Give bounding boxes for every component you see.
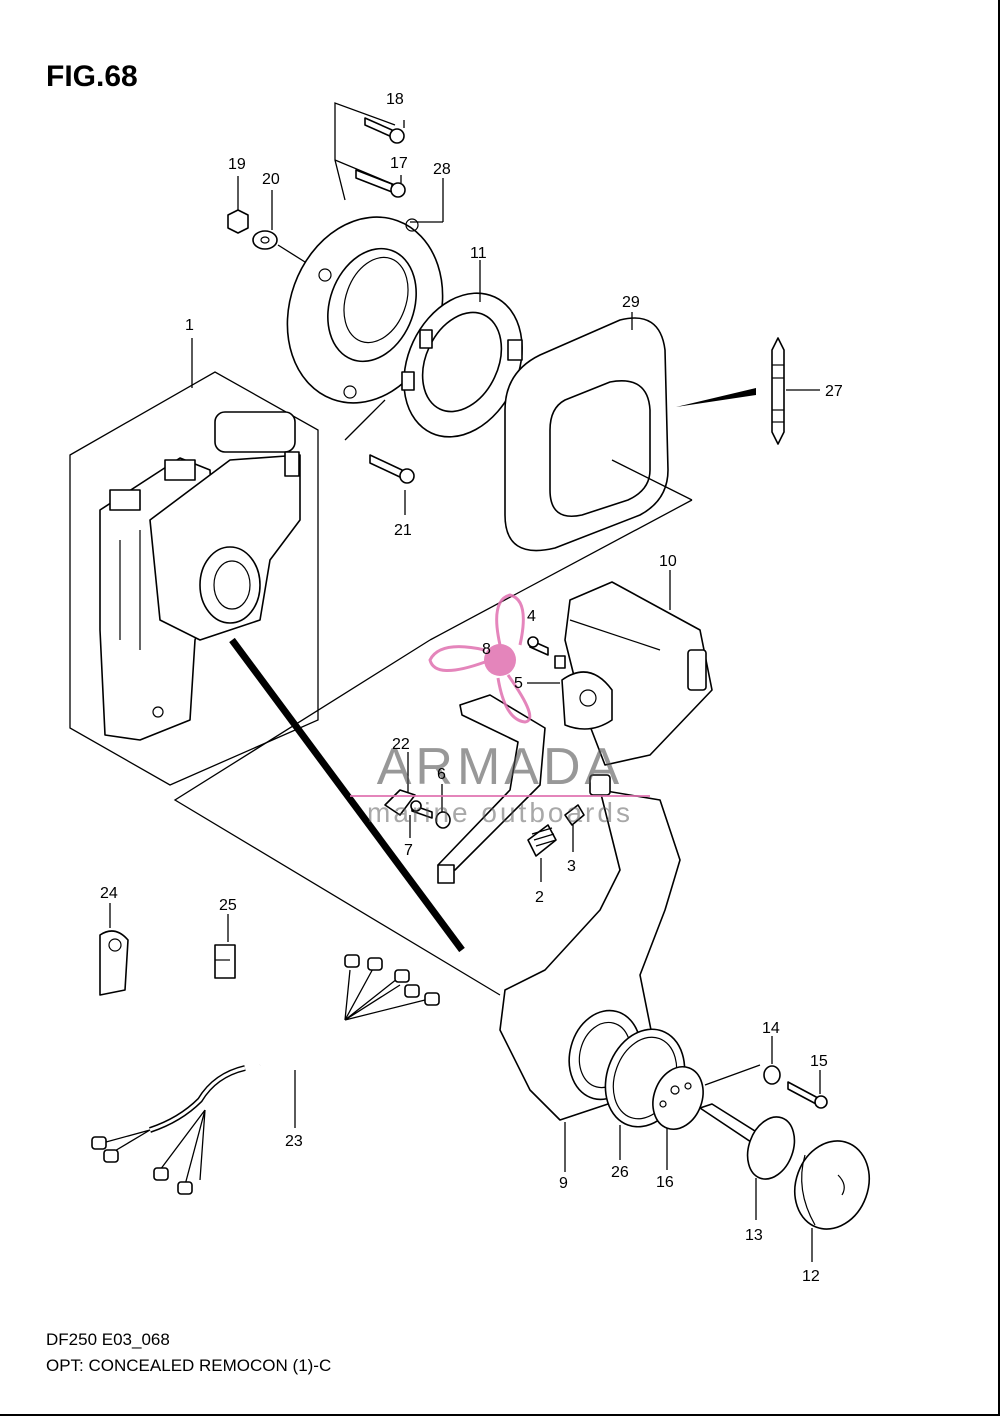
callout-8: 8 [482, 641, 491, 658]
callout-27: 27 [825, 383, 843, 400]
screws-17-18-21 [334, 102, 415, 515]
diagram-description: OPT: CONCEALED REMOCON (1)-C [46, 1356, 332, 1375]
callout-10: 10 [659, 553, 677, 570]
callout-17: 17 [390, 155, 408, 172]
callout-2: 2 [535, 889, 544, 906]
watermark-brand: ARMADA [377, 738, 623, 796]
part-23-harness [91, 954, 440, 1195]
part-1-control-housing [99, 411, 301, 741]
parts-2-3-springs [527, 804, 585, 882]
callout-11: 11 [470, 245, 487, 262]
callout-20: 20 [262, 171, 280, 188]
callout-24: 24 [100, 885, 118, 902]
callout-22: 22 [392, 736, 410, 753]
parts-4-5-knob [527, 636, 613, 730]
part-28-bezel [286, 178, 444, 404]
callout-1: 1 [185, 317, 194, 334]
callout-19: 19 [228, 156, 246, 173]
callout-6: 6 [437, 766, 446, 783]
callout-18: 18 [386, 91, 404, 108]
callout-4: 4 [527, 608, 536, 625]
callout-23: 23 [285, 1133, 303, 1150]
part-29-frame [504, 312, 669, 552]
part-11-ring [401, 260, 523, 438]
diagram-code: DF250 E03_068 [46, 1330, 170, 1349]
parts-19-20-nut-washer [227, 176, 306, 263]
assembly-guide-lines [173, 459, 693, 996]
callout-3: 3 [567, 858, 576, 875]
part-10-lever-cover [564, 570, 713, 766]
callout-29: 29 [622, 294, 640, 311]
callout-13: 13 [745, 1227, 763, 1244]
callout-28: 28 [433, 161, 451, 178]
callout-5: 5 [514, 675, 523, 692]
part-8-bracket [437, 694, 546, 884]
watermark-tagline: marine outboards [367, 797, 633, 828]
part-1-box [69, 338, 319, 786]
figure-title: FIG.68 [46, 60, 138, 93]
callout-21: 21 [394, 522, 412, 539]
callout-26: 26 [611, 1164, 629, 1181]
parts-16-26 [604, 1028, 761, 1170]
parts-12-13-14-15 [699, 1036, 870, 1262]
callout-14: 14 [762, 1020, 780, 1037]
callout-12: 12 [802, 1268, 820, 1285]
callout-9: 9 [559, 1175, 568, 1192]
parts-24-25 [99, 903, 236, 996]
propeller-logo-icon [428, 593, 532, 724]
callout-7: 7 [404, 842, 413, 859]
callout-25: 25 [219, 897, 237, 914]
callout-16: 16 [656, 1174, 674, 1191]
watermark: ARMADA marine outboards [350, 593, 650, 828]
callout-labels: 1 2 3 4 5 6 7 8 9 10 11 12 13 14 15 16 1… [100, 91, 843, 1285]
part-27-clip [676, 337, 820, 445]
callout-15: 15 [810, 1053, 828, 1070]
